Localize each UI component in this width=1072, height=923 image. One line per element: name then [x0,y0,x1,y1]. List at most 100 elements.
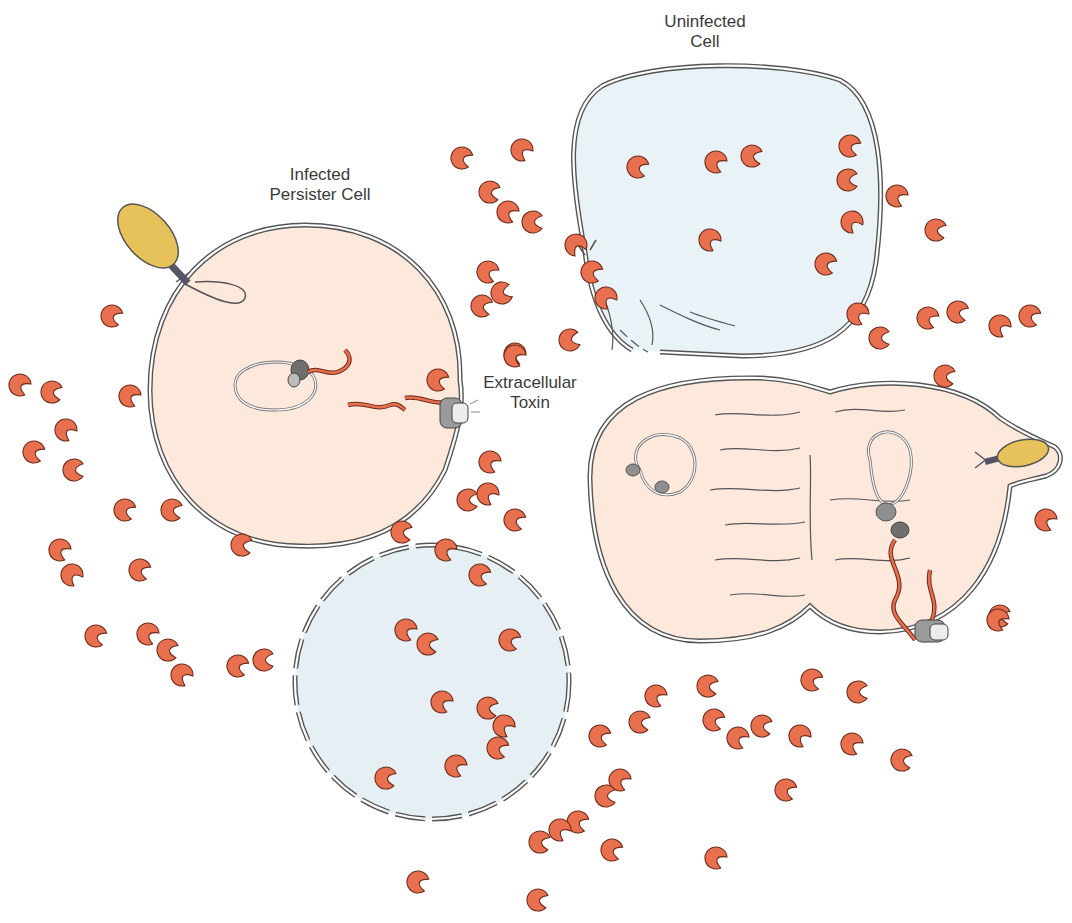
toxin [694,224,723,254]
toxin [457,489,477,511]
toxin [1016,302,1042,330]
toxin [50,414,79,444]
toxin [489,280,514,306]
wall-break [578,240,596,255]
dividing-cell [590,378,1060,642]
toxin [488,710,517,740]
toxin [869,327,889,349]
toxin [641,681,669,710]
toxin [493,197,521,226]
mrna-strand [891,540,915,640]
toxin [590,282,620,312]
toxin [431,535,459,564]
toxin [415,631,439,656]
toxin [945,299,970,325]
toxin [448,144,474,172]
membrane-pore [915,620,948,642]
toxin [578,258,604,286]
toxin [496,626,522,654]
toxin [39,379,63,404]
toxin [527,829,551,854]
toxin [836,206,866,235]
cell-node: Infected Persister Cell [135,160,475,555]
membrane-pore [440,398,480,428]
ribosome [626,464,640,476]
toxin [427,687,455,716]
cell-label: Infected Persister Cell [254,165,386,206]
toxin [506,134,535,164]
toxin [20,438,46,466]
toxin [469,293,494,319]
toxin [695,673,719,698]
toxin [484,734,510,762]
toxin [889,747,913,772]
toxin [475,447,503,476]
toxin [111,496,137,524]
toxin [522,211,542,233]
cell-outline [555,5,895,365]
toxin [45,535,73,564]
ribosome [655,481,669,493]
toxin [598,836,624,864]
toxin [932,363,956,388]
plasmid-loop [636,434,695,494]
toxin [882,181,910,210]
toxin [115,381,143,410]
debris-lines [600,290,735,352]
toxin [56,559,86,589]
toxin [837,729,865,758]
phage [975,435,1051,471]
toxin [224,652,250,680]
toxin [466,561,492,589]
toxin [472,478,501,508]
toxin [1031,505,1059,534]
toxin [525,887,549,912]
ribosome [876,503,896,521]
toxin [98,302,124,330]
ribosome [288,373,300,387]
toxin [424,366,450,394]
mrna-strand [308,350,350,373]
lysed-cell [295,545,569,819]
toxin [798,666,824,694]
toxin [913,303,940,331]
toxin [923,217,947,242]
toxin [63,459,83,481]
toxin [389,519,413,544]
mrna-strand [348,404,405,410]
toxin [812,250,838,278]
toxin [772,776,798,804]
toxin [749,713,773,738]
cell-wall [150,225,461,546]
toxin [784,720,813,750]
toxin [983,605,1011,634]
toxin [605,765,633,794]
toxin [984,310,1013,340]
nucleoid-lines [710,409,910,596]
toxin [501,506,527,534]
toxin [723,723,751,752]
toxin [391,615,419,644]
toxin [473,257,500,285]
toxin [477,179,501,204]
toxin [133,619,161,648]
toxin [595,785,615,807]
toxin [564,808,590,836]
cell-label: Uninfected Cell [653,12,757,53]
toxin [500,339,528,368]
cell-wall-inner [150,225,461,546]
plasmid-loop [868,432,911,505]
cell-node: Uninfected Cell [555,5,895,365]
toxin [987,603,1011,628]
toxin [836,132,862,160]
toxin [155,637,179,662]
toxin [166,659,195,689]
toxin [500,341,528,370]
toxin [229,532,253,557]
toxin [253,649,273,671]
toxin [404,868,430,896]
toxin [586,722,612,750]
